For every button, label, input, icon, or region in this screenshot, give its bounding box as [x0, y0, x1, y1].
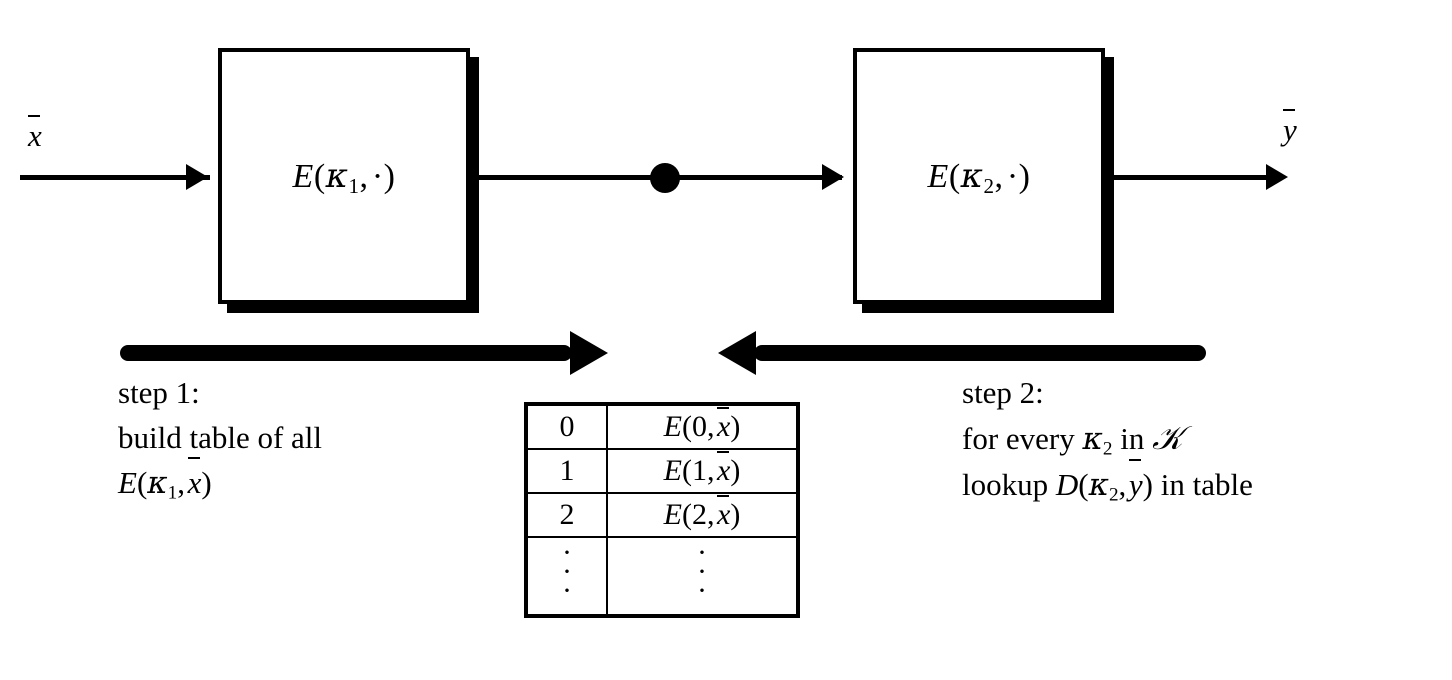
encrypt-block-2-label: E(κ2, ·) — [927, 156, 1031, 198]
table-cell-key-ellipsis: ··· — [525, 536, 608, 617]
step-2-function: D — [1055, 467, 1079, 502]
step-2-line-2: for every κ2 in 𝒦 — [962, 418, 1183, 460]
table-cell-key: 0 — [525, 403, 608, 450]
step-2-line-3-key-index: 2 — [1108, 484, 1119, 506]
table-cell-value-ellipsis: ··· — [606, 536, 799, 617]
step-2-arrowhead-icon — [718, 331, 756, 375]
step-1-arrow-shaft — [120, 345, 572, 361]
table-cell-value: E(1, x) — [606, 448, 799, 494]
step-1-heading: step 1: — [118, 375, 200, 410]
output-arrowhead-icon — [1266, 164, 1288, 190]
step-2-line-3: lookup D(κ2, y) in table — [962, 459, 1253, 508]
lookup-table[interactable]: 0 E(0, x) 1 E(1, x) 2 E(2, x) ··· — [524, 402, 800, 618]
encrypt-1-key-index: 1 — [348, 173, 360, 198]
step-1-line-3: E(κ1, x) — [118, 457, 322, 506]
step-2-key-index: 2 — [1102, 438, 1113, 460]
encrypt-block-1-label: E(κ1, ·) — [292, 156, 396, 198]
step-2-caption: step 2: for every κ2 in 𝒦 lookup D(κ2, y… — [962, 370, 1253, 508]
step-2-keyspace-symbol: 𝒦 — [1152, 418, 1183, 457]
output-wire — [1105, 175, 1270, 180]
step-1-key-index: 1 — [167, 482, 178, 504]
step-1-arrowhead-icon — [570, 331, 608, 375]
table-cell-value: E(2, x) — [606, 492, 799, 538]
table-row-ellipsis: ··· ··· — [525, 536, 799, 617]
output-label-ybar: y — [1283, 109, 1297, 147]
table-cell-key: 2 — [525, 492, 608, 538]
step-2-line-2-prefix: for every — [962, 421, 1075, 456]
table-row[interactable]: 1 E(1, x) — [525, 448, 799, 494]
middle-arrowhead-icon — [822, 164, 844, 190]
step-2-arrow-shaft — [754, 345, 1206, 361]
table-cell-key: 1 — [525, 448, 608, 494]
step-2-line-2-mid: in — [1120, 421, 1145, 456]
table-row[interactable]: 2 E(2, x) — [525, 492, 799, 538]
encrypt-block-1[interactable]: E(κ1, ·) — [218, 48, 470, 304]
input-wire — [20, 175, 210, 180]
table-row[interactable]: 0 E(0, x) — [525, 403, 799, 450]
junction-dot-icon — [650, 163, 680, 193]
step-1-line-2: build table of all — [118, 420, 323, 455]
encrypt-2-key-index: 2 — [983, 173, 995, 198]
encrypt-block-2[interactable]: E(κ2, ·) — [853, 48, 1105, 304]
step-2-line-3-suffix: in table — [1160, 467, 1253, 502]
input-arrowhead-icon — [186, 164, 208, 190]
step-2-heading: step 2: — [962, 375, 1044, 410]
step-1-caption: step 1: build table of all E(κ1, x) — [118, 370, 322, 506]
step-1-function: E — [118, 465, 137, 500]
table-cell-value: E(0, x) — [606, 403, 799, 450]
input-label-xbar: x — [28, 115, 42, 153]
step-2-line-3-prefix: lookup — [962, 467, 1049, 502]
